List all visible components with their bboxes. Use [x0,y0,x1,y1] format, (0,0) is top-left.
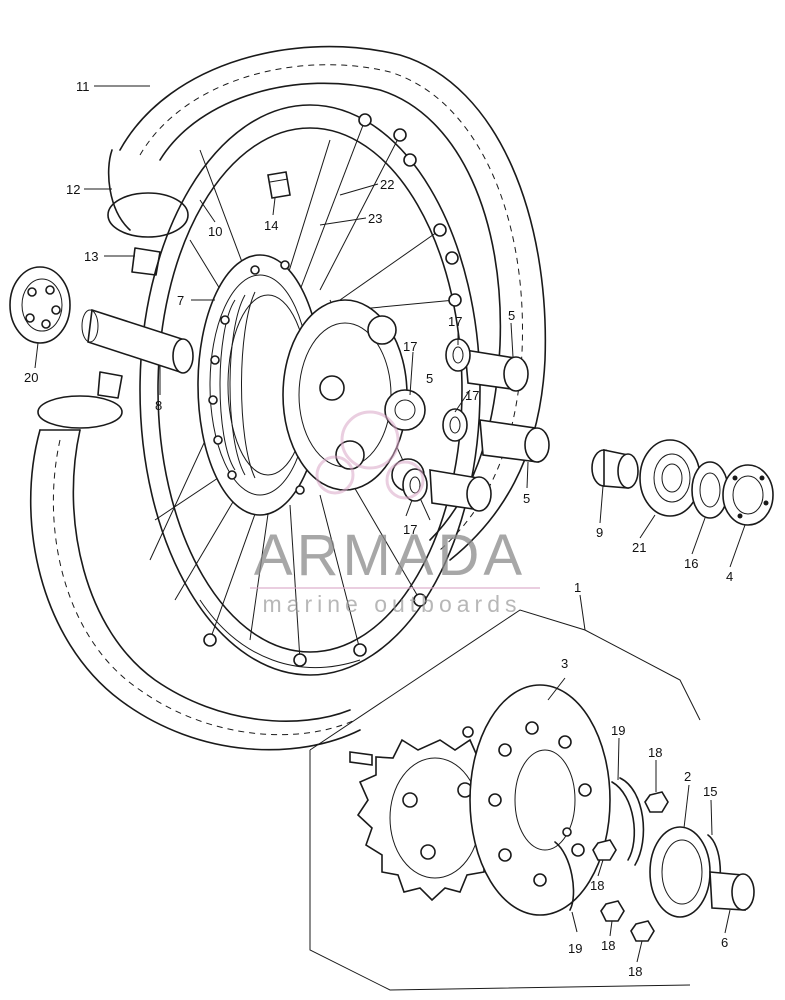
dust-seal-part-2 [649,826,711,918]
callout-6: 6 [721,935,728,950]
valve-cap-part-14 [267,171,291,199]
collar-part-9 [591,449,639,489]
brake-hub [197,254,323,516]
callout-18-d: 18 [628,964,642,979]
callout-labels: 11 12 13 10 14 22 23 7 20 8 17 17 17 17 … [24,79,733,979]
lock-washers-part-19 [554,777,645,911]
callout-20: 20 [24,370,38,385]
callout-17-bottom: 17 [403,522,417,537]
callout-2: 2 [684,769,691,784]
callout-22: 22 [380,177,394,192]
callout-13: 13 [84,249,98,264]
watermark-tagline: marine outboards [263,591,522,617]
callout-19-top: 19 [611,723,625,738]
callout-1: 1 [574,580,581,595]
callout-12: 12 [66,182,80,197]
callout-7: 7 [177,293,184,308]
callout-23: 23 [368,211,382,226]
callout-17-mid: 17 [403,339,417,354]
callout-18-a: 18 [648,745,662,760]
sprocket-collar-part-6 [709,871,755,911]
spacer-part-8 [81,308,194,374]
nuts-part-18 [592,791,669,942]
callout-17-top: 17 [448,314,462,329]
watermark-brand: ARMADA [254,523,526,588]
tube-lower-section [37,371,123,429]
callout-14: 14 [264,218,278,233]
callout-5-mid: 5 [426,371,433,386]
callout-18-b: 18 [590,878,604,893]
callout-3: 3 [561,656,568,671]
tire-upper-section [107,45,547,561]
sprocket-flange-part-3 [469,684,611,916]
callout-10: 10 [208,224,222,239]
watermark-logo-icon [250,410,540,589]
damper-rubbers-part-5 [429,349,550,512]
callout-5-top: 5 [508,308,515,323]
assembly-bracket-part-1 [309,594,701,991]
rim [139,104,481,676]
bearing-part-21 [639,439,701,517]
callout-18-c: 18 [601,938,615,953]
callout-9: 9 [596,525,603,540]
callout-11: 11 [76,79,90,94]
bearing-retainer-part-4 [722,464,774,526]
callout-15: 15 [703,784,717,799]
callout-19-bottom: 19 [568,941,582,956]
collars-part-17 [402,338,471,502]
callout-17-right: 17 [465,388,479,403]
tire-lower-section [29,429,361,751]
callout-16: 16 [684,556,698,571]
callout-8: 8 [155,398,162,413]
spoke-nipples [203,113,462,667]
bearing-part-20 [9,266,71,344]
callout-4: 4 [726,569,733,584]
callout-5-bottom: 5 [523,491,530,506]
leader-lines [34,85,746,963]
tube-cut-end [107,192,189,276]
callout-21: 21 [632,540,646,555]
watermark: ARMADA marine outboards [250,410,540,617]
